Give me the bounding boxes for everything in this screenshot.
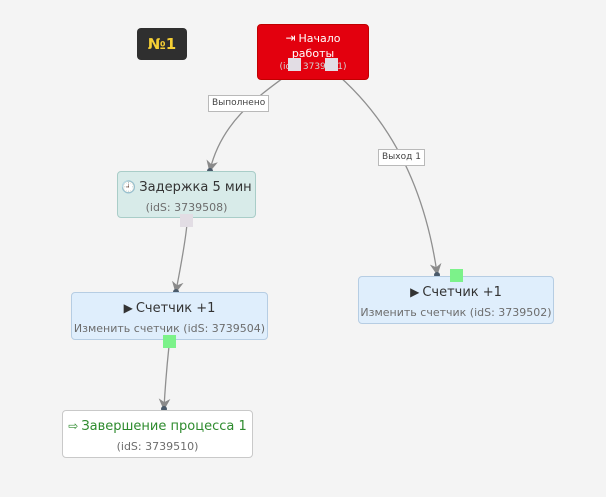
edge-counter1-to-end[interactable] [158,345,171,411]
port-counter-2-out[interactable] [450,269,463,282]
node-counter-1-sub: Изменить счетчик (idS: 3739504) [73,322,266,335]
sign-out-icon: ⇨ [68,419,79,433]
node-end[interactable]: ⇨Завершение процесса 1 (idS: 3739510) [62,410,253,458]
port-counter-1-out[interactable] [163,335,176,348]
port-start-out-left[interactable] [288,58,301,71]
edge-start-to-counter2[interactable] [331,69,442,276]
node-delay-id: (idS: 3739508) [145,201,228,214]
edge-delay-to-counter1[interactable] [172,223,188,294]
node-start-id: (idS: 3739501) [279,62,347,72]
node-counter-2[interactable]: ▶Счетчик +1 Изменить счетчик (idS: 37395… [358,276,554,324]
sign-in-icon: ⇥ [285,31,296,45]
port-start-out-right[interactable] [325,58,338,71]
node-start[interactable]: ⇥Начало работы (idS: 3739501) [257,24,369,80]
clock-icon: 🕘 [121,180,137,194]
edge-label-exit-1[interactable]: Выход 1 [378,149,425,166]
edge-start-to-delay[interactable] [206,69,295,173]
process-number-badge: №1 [137,28,187,60]
port-delay-out[interactable] [180,214,193,227]
node-end-title: Завершение процесса 1 [81,419,247,434]
node-counter-1-title-wrap: ▶Счетчик +1 [72,299,267,318]
node-counter-1-title: Счетчик +1 [135,301,216,316]
node-start-title: Начало работы [291,32,341,60]
node-counter-2-title: Счетчик +1 [422,285,502,300]
node-delay[interactable]: 🕘Задержка 5 мин (idS: 3739508) [117,171,256,218]
edge-label-done[interactable]: Выполнено [208,95,270,112]
node-end-title-wrap: ⇨Завершение процесса 1 [63,417,252,436]
play-icon: ▶ [123,301,133,315]
node-end-id: (idS: 3739510) [116,440,199,453]
node-counter-2-title-wrap: ▶Счетчик +1 [359,283,553,302]
play-icon: ▶ [410,285,420,299]
node-counter-1[interactable]: ▶Счетчик +1 Изменить счетчик (idS: 37395… [71,292,268,340]
node-start-title-wrap: ⇥Начало работы [284,31,342,61]
node-delay-title-wrap: 🕘Задержка 5 мин [118,178,255,197]
node-counter-2-sub: Изменить счетчик (idS: 3739502) [360,306,552,319]
node-delay-title: Задержка 5 мин [139,180,252,195]
